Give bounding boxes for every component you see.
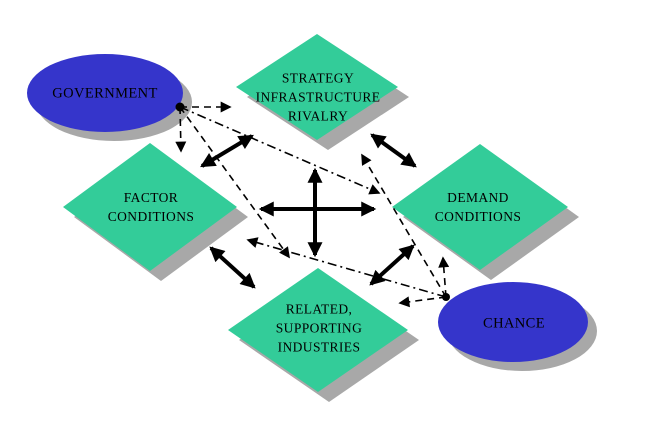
edge-factor-related [209, 246, 256, 289]
edge-government-related [179, 106, 290, 259]
solid-arrows [200, 133, 417, 289]
related-diamond [228, 268, 408, 392]
edge-government-demand [179, 106, 381, 195]
strategy-diamond [236, 34, 398, 140]
edge-chance-demand [438, 256, 450, 298]
government-ellipse [27, 54, 183, 132]
edge-factor-strategy [200, 134, 254, 168]
demand-diamond [392, 144, 568, 270]
government-arrows [175, 101, 381, 259]
chance-ellipse [438, 282, 588, 362]
edge-chance-factor [246, 237, 447, 298]
government-origin-dot [175, 102, 185, 112]
chance-origin-dot [442, 293, 450, 301]
chance-arrows [246, 153, 450, 308]
edge-chance-related [398, 296, 447, 308]
edge-demand-related [369, 244, 415, 286]
edge-government-factor [175, 106, 187, 153]
edge-strategy-demand [370, 133, 417, 168]
factor-diamond [63, 143, 237, 271]
edge-chance-strategy [361, 153, 447, 298]
